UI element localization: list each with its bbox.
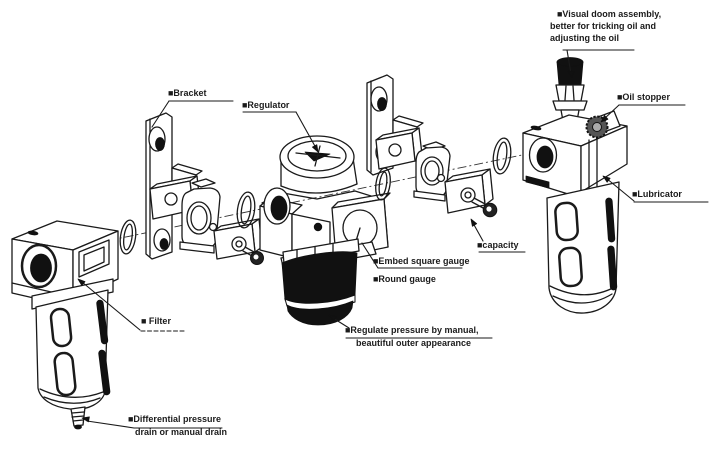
ring-connector-left [179, 178, 221, 254]
o-ring-1 [119, 219, 137, 255]
label-line: better for tricking oil and [550, 21, 657, 31]
label-line: adjusting the oil [550, 33, 619, 43]
label-capacity: ■capacity [477, 240, 519, 250]
label-bracket: ■Bracket [168, 88, 207, 98]
label-regulate-pressure: ■Regulate pressure by manual, beautiful … [345, 324, 478, 350]
o-ring-4 [492, 137, 512, 175]
label-line: ■Regulate pressure by manual, [345, 325, 479, 335]
label-filter: ■ Filter [141, 316, 171, 326]
label-oil-stopper: ■Oil stopper [617, 92, 670, 102]
label-line: ■Differential pressure [128, 414, 221, 424]
label-differential-drain: ■Differential pressure drain or manual d… [128, 413, 227, 439]
o-ring-2 [236, 191, 256, 229]
label-regulator: ■Regulator [242, 100, 290, 110]
filter-drawing [11, 220, 119, 430]
label-embed-square-gauge: ■Embed square gauge [373, 256, 470, 266]
label-line: drain or manual drain [135, 427, 228, 437]
label-round-gauge: ■Round gauge [373, 274, 436, 284]
label-visual-dome-assembly: ■Visual doom assembly, better for tricki… [550, 8, 661, 44]
label-lubricator: ■Lubricator [632, 189, 682, 199]
drain-valve [70, 406, 86, 430]
label-line: ■Visual doom assembly, [557, 9, 662, 19]
o-ring-3 [375, 167, 391, 201]
spacer-screw-block-left [213, 218, 264, 265]
regulator-drawing [259, 135, 391, 326]
label-line: beautiful outer appearance [356, 338, 472, 348]
lubricator-drawing [522, 57, 628, 314]
pressure-adjust-knob [281, 251, 358, 326]
capacity-block [444, 168, 498, 218]
ring-connector-right [413, 141, 451, 202]
leader-lines [77, 49, 709, 429]
